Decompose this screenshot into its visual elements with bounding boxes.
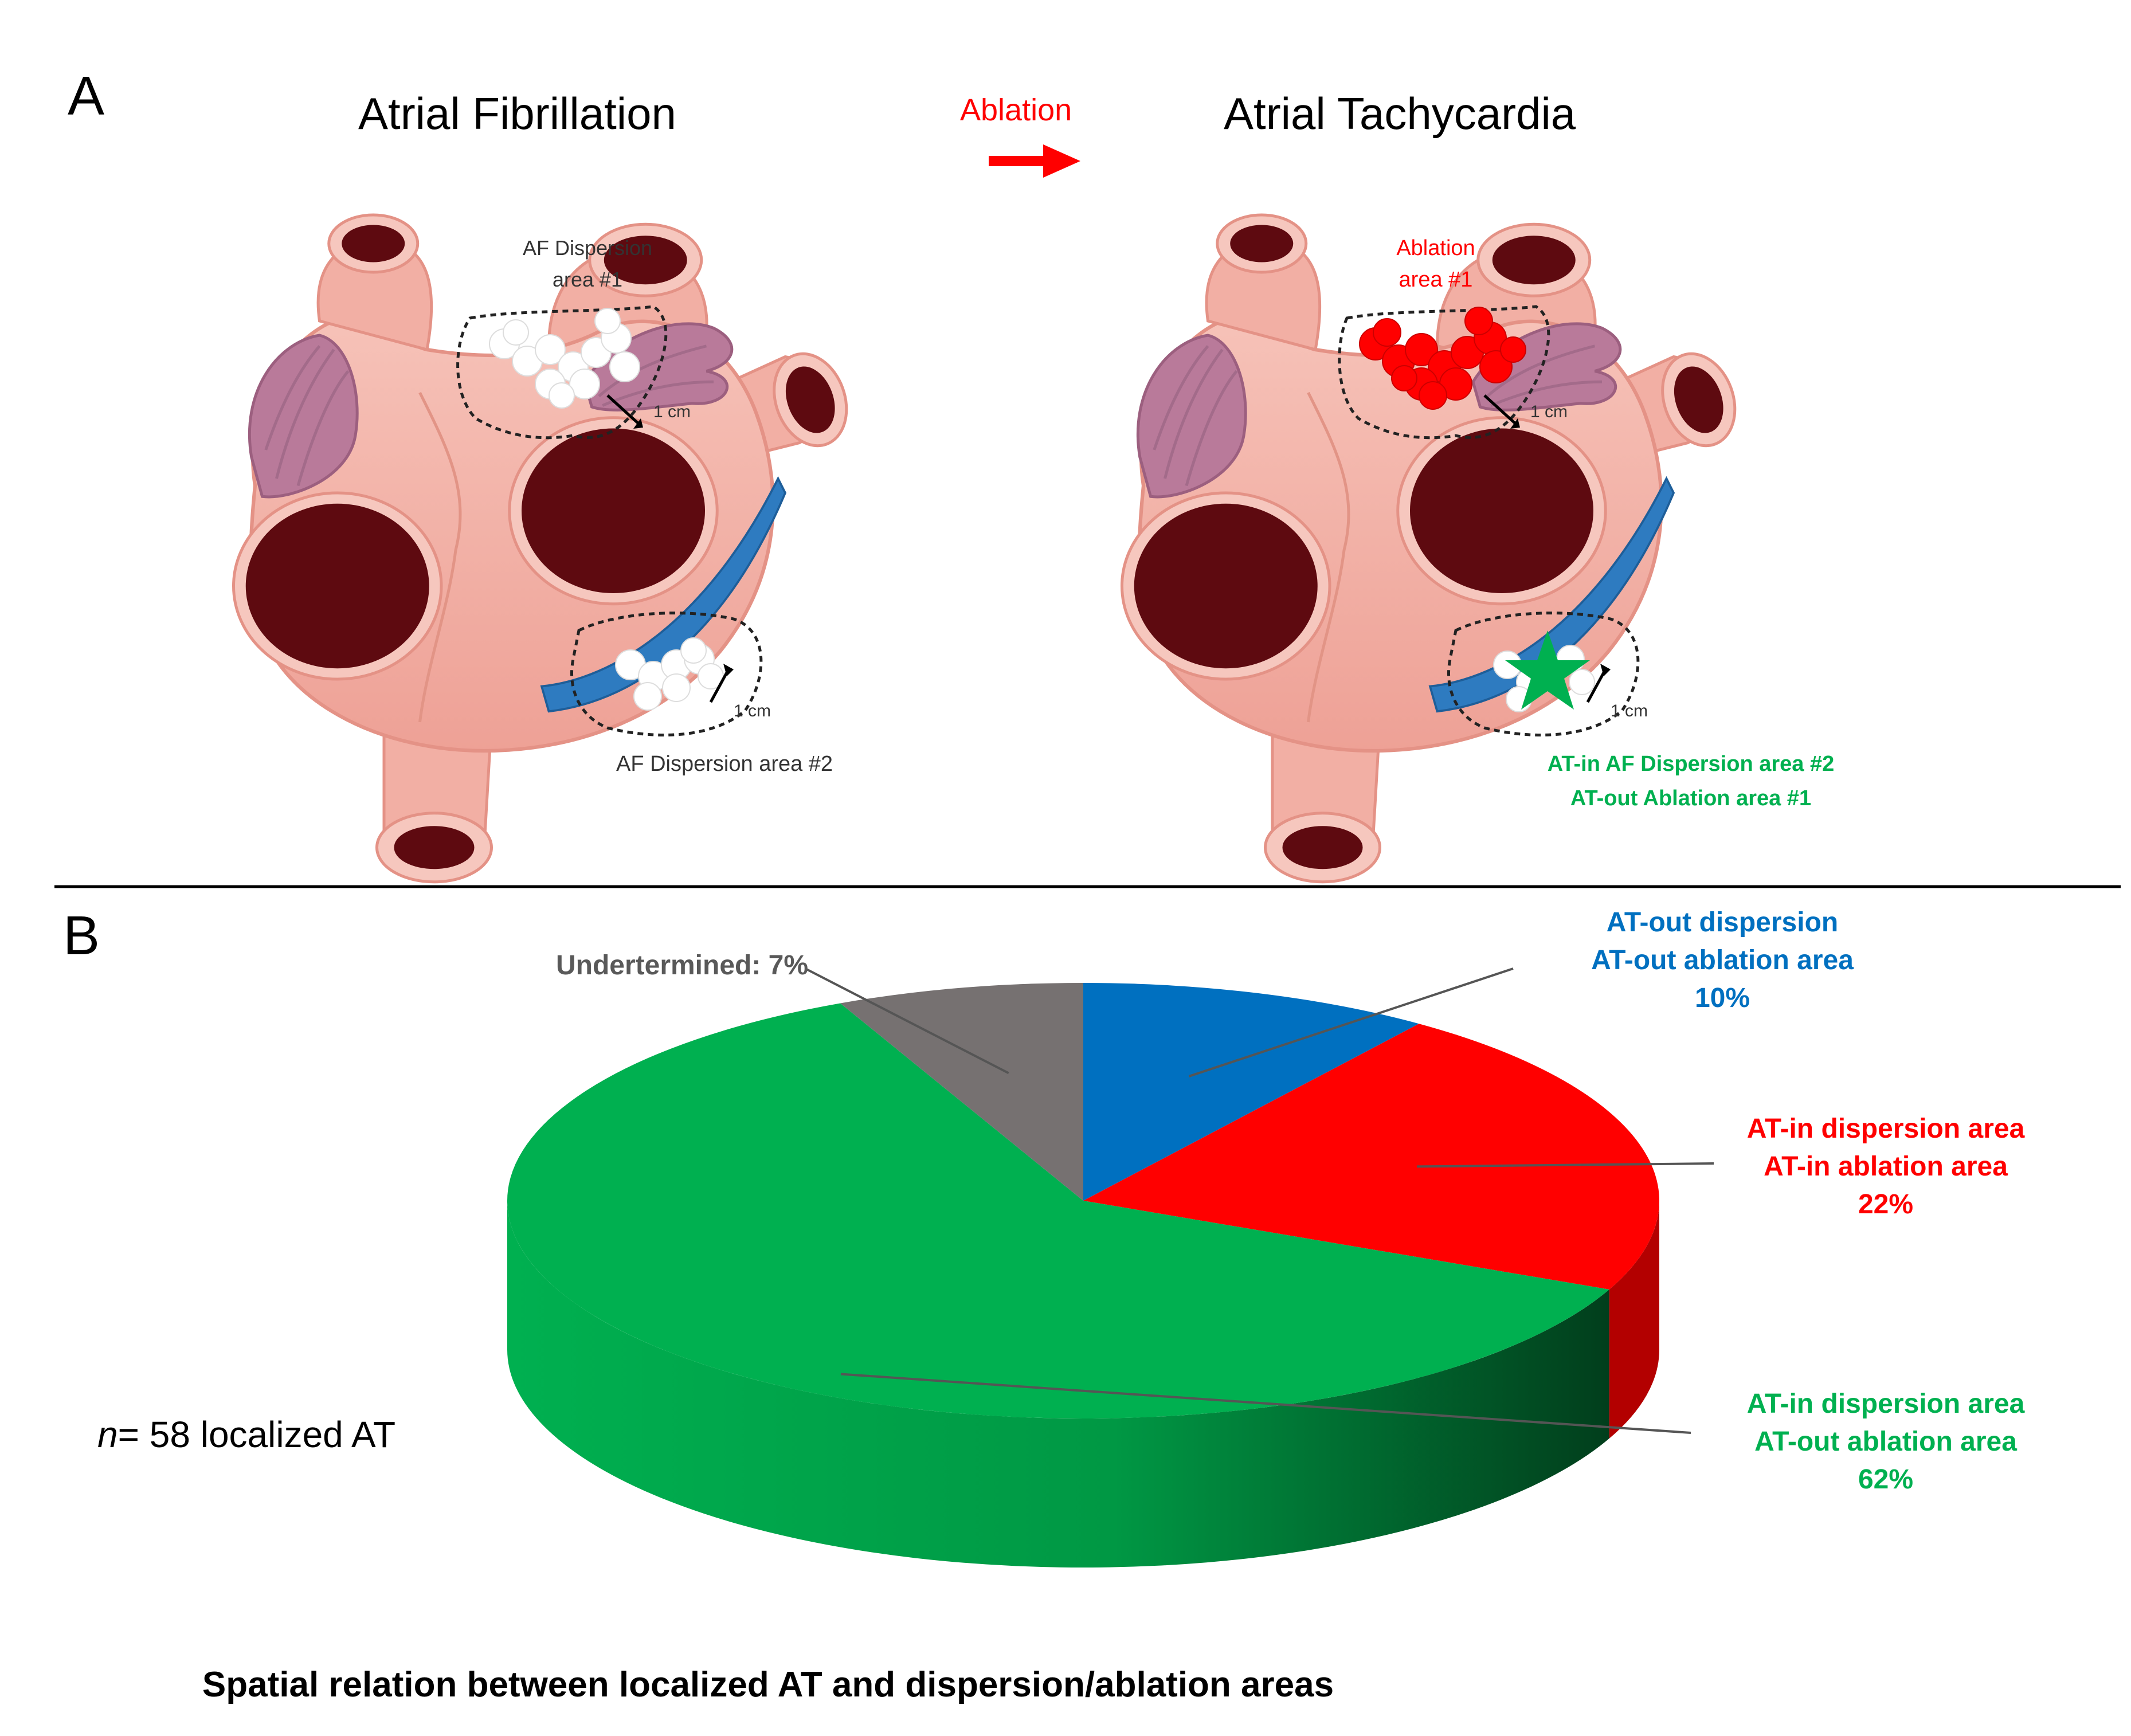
at-star-icon bbox=[1505, 630, 1590, 710]
right-scale-2: 1 cm bbox=[1611, 702, 1648, 720]
pie-label-3: Undertermined: 7% bbox=[556, 950, 808, 981]
right-scale-1: 1 cm bbox=[1530, 402, 1568, 421]
left-scale-1: 1 cm bbox=[653, 402, 691, 421]
pie-side-2 bbox=[507, 1201, 1609, 1568]
dispersion-points-2 bbox=[615, 637, 724, 711]
dispersion-area-2-outline bbox=[570, 612, 763, 736]
sample-size-text: = 58 localized AT bbox=[118, 1414, 395, 1455]
dispersion-points-1 bbox=[489, 308, 640, 409]
pie-label-2-line-1: AT-out ablation area bbox=[1754, 1427, 2017, 1457]
pie-leader-2 bbox=[840, 1373, 1691, 1434]
left-title: Atrial Fibrillation bbox=[358, 88, 676, 139]
pie-label-0-line-0: AT-out dispersion bbox=[1607, 907, 1838, 938]
pie-label-2-line-0: AT-in dispersion area bbox=[1747, 1389, 2025, 1419]
pie-slice-2 bbox=[507, 1003, 1609, 1418]
at-out-label: AT-out Ablation area #1 bbox=[1570, 786, 1811, 810]
panel-a-letter: A bbox=[68, 65, 104, 127]
right-heart-illustration: 1 cm Ablation area #1 1 cm AT-in AF Disp… bbox=[1122, 215, 1834, 882]
ablation-points bbox=[1359, 307, 1526, 410]
chart-caption: Spatial relation between localized AT an… bbox=[202, 1665, 1334, 1704]
pie-label-0-line-1: AT-out ablation area bbox=[1591, 945, 1854, 975]
pie-label-1-line-1: AT-in ablation area bbox=[1764, 1151, 2008, 1182]
pie-slice-0 bbox=[1083, 983, 1419, 1201]
pie-slice-1 bbox=[1083, 1024, 1660, 1290]
at-in-label: AT-in AF Dispersion area #2 bbox=[1548, 752, 1834, 776]
pie-label-2-line-2: 62% bbox=[1858, 1464, 1913, 1495]
sample-size-label: n= 58 localized AT bbox=[97, 1414, 395, 1455]
ablation-area-label-line1: Ablation bbox=[1396, 236, 1475, 260]
pie-leader-3 bbox=[805, 967, 1009, 1075]
pie-leader-0 bbox=[1188, 967, 1514, 1077]
ablation-arrow-icon bbox=[989, 144, 1080, 178]
pie-slice-3 bbox=[840, 983, 1083, 1201]
ablation-area-outline bbox=[1338, 305, 1550, 440]
pie-side-1 bbox=[1609, 1201, 1659, 1439]
pie-label-0-line-2: 10% bbox=[1695, 983, 1750, 1013]
at-area-2-outline bbox=[1447, 612, 1640, 736]
dispersion-area-2-label: AF Dispersion area #2 bbox=[616, 752, 833, 776]
right-title: Atrial Tachycardia bbox=[1224, 88, 1576, 139]
pie-label-1-line-2: 22% bbox=[1858, 1189, 1913, 1220]
pie-leader-1 bbox=[1417, 1162, 1714, 1168]
pie-label-3-line-0: Undertermined: 7% bbox=[556, 950, 808, 981]
dispersion-area-1-label-line1: AF Dispersion bbox=[523, 236, 652, 260]
sample-size-n: n bbox=[97, 1414, 118, 1455]
dispersion-area-1-label-line2: area #1 bbox=[553, 268, 622, 291]
ablation-arrow-label: Ablation bbox=[960, 93, 1072, 127]
panel-b-letter: B bbox=[63, 905, 100, 966]
left-heart-illustration: 1 cm AF Dispersion area #1 1 cm AF Dispe… bbox=[234, 215, 859, 882]
ablation-area-label-line2: area #1 bbox=[1399, 268, 1473, 292]
left-scale-2: 1 cm bbox=[734, 702, 771, 720]
pie-label-1-line-0: AT-in dispersion area bbox=[1747, 1114, 2025, 1144]
